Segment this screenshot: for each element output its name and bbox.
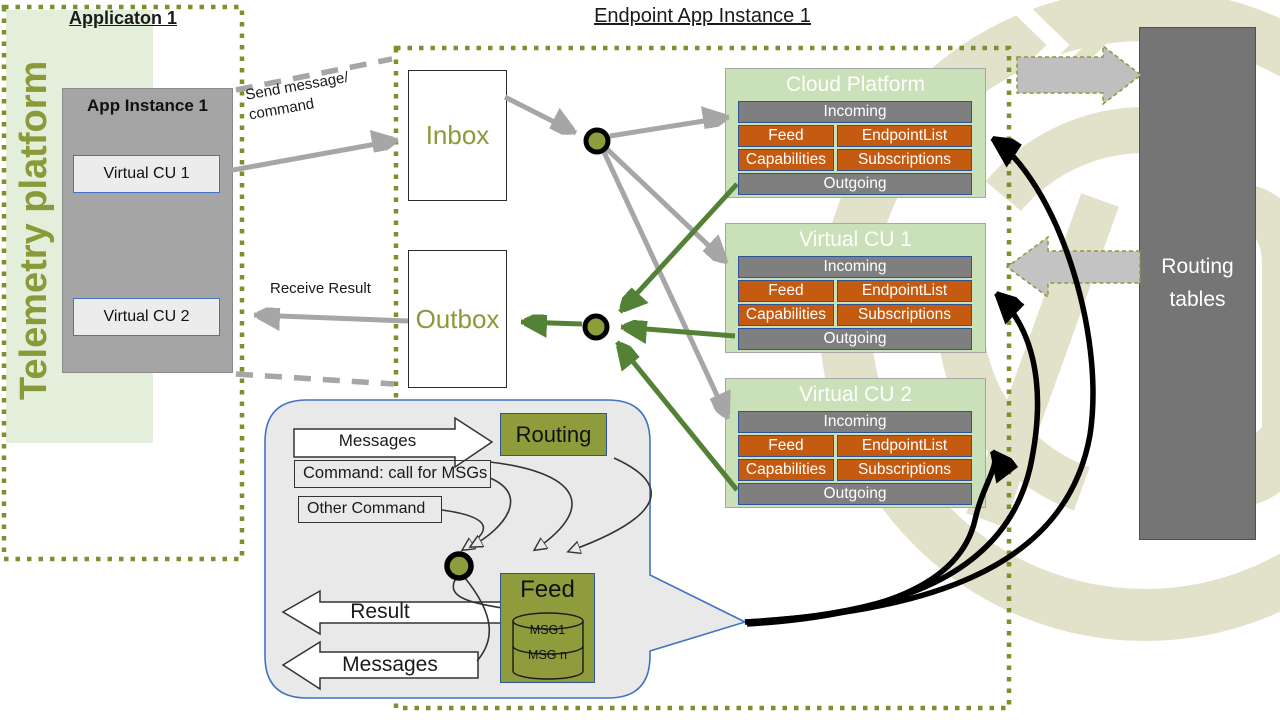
capabilities-cell: Capabilities — [738, 149, 834, 171]
capabilities-cell: Capabilities — [738, 304, 834, 326]
cloud-to-junction-arrow — [620, 182, 739, 312]
callout-command-call-box: Command: call for MSGs — [294, 460, 491, 488]
to-routing-tables-arrow — [1016, 44, 1143, 106]
subscriptions-cell: Subscriptions — [836, 459, 972, 481]
app-instance-title: App Instance 1 — [87, 96, 208, 115]
callout-junction-node — [444, 551, 474, 581]
send-arrow — [221, 140, 399, 175]
virtual-cu-1-box: Virtual CU 1 — [73, 155, 220, 193]
outgoing-row: Outgoing — [738, 173, 972, 195]
callout-messages-out-label: Messages — [342, 653, 438, 676]
callout-other-command-box: Other Command — [298, 496, 442, 523]
virtual-cu-2-box: Virtual CU 2 — [73, 298, 220, 336]
subscriptions-cell: Subscriptions — [836, 149, 972, 171]
callout-result-label: Result — [350, 600, 410, 623]
routing-to-feed-curve — [570, 457, 653, 551]
capabilities-cell: Capabilities — [738, 459, 834, 481]
endpointlist-cell: EndpointList — [836, 435, 972, 457]
platform-rows: Incoming Feed EndpointList Capabilities … — [738, 256, 972, 350]
command-to-node-curve — [472, 477, 512, 546]
feed-cell: Feed — [738, 280, 834, 302]
platform-box-cloud: Cloud Platform Incoming Feed EndpointLis… — [725, 68, 986, 198]
application-title: Applicaton 1 — [68, 8, 177, 28]
platform-rows: Incoming Feed EndpointList Capabilities … — [738, 411, 972, 505]
inbox-box: Inbox — [408, 70, 507, 201]
incoming-row: Incoming — [738, 256, 972, 278]
inbound-junction-node — [583, 127, 611, 155]
platform-rows: Incoming Feed EndpointList Capabilities … — [738, 101, 972, 195]
vcu2-to-junction-arrow — [617, 342, 739, 492]
from-routing-tables-arrow — [1005, 235, 1141, 299]
platform-title: Cloud Platform — [786, 73, 925, 96]
junction-to-outbox-arrow — [520, 322, 583, 324]
endpoint-title: Endpoint App Instance 1 — [594, 5, 811, 27]
send-message-label: Send message/ command — [244, 60, 399, 126]
telemetry-platform-label: Telemetry platform — [13, 60, 55, 400]
msg1-label: MSG1 — [529, 623, 566, 637]
callout-block-arrows — [281, 416, 511, 691]
inbox-to-junction-arrow — [503, 94, 576, 136]
platform-box-vcu2: Virtual CU 2 Incoming Feed EndpointList … — [725, 378, 986, 508]
receive-result-arrow — [253, 315, 409, 321]
feed-cell: Feed — [738, 125, 834, 147]
vcu1-to-junction-arrow — [620, 327, 736, 336]
incoming-row: Incoming — [738, 411, 972, 433]
subscriptions-cell: Subscriptions — [836, 304, 972, 326]
receive-result-label: Receive Result — [270, 280, 371, 297]
node-to-messages-curve — [464, 577, 491, 662]
endpointlist-cell: EndpointList — [836, 280, 972, 302]
junction-to-vcu1-arrow — [605, 147, 727, 263]
outgoing-row: Outgoing — [738, 328, 972, 350]
platform-title: Virtual CU 1 — [799, 228, 912, 251]
outbound-junction-node — [582, 313, 610, 341]
junction-to-vcu2-arrow — [601, 150, 728, 421]
other-command-to-node-curve — [441, 509, 485, 549]
junction-to-cloud-arrow — [609, 117, 730, 139]
command-to-feed-curve — [489, 461, 573, 549]
platform-box-vcu1: Virtual CU 1 Incoming Feed EndpointList … — [725, 223, 986, 353]
routing-tables-box: Routing tables — [1139, 27, 1256, 540]
platform-title: Virtual CU 2 — [799, 383, 912, 406]
msgn-label: MSG n — [528, 648, 567, 662]
incoming-row: Incoming — [738, 101, 972, 123]
callout-routing-box: Routing — [500, 413, 607, 456]
feed-cell: Feed — [738, 435, 834, 457]
outgoing-row: Outgoing — [738, 483, 972, 505]
callout-messages-in-label: Messages — [338, 431, 417, 450]
endpointlist-cell: EndpointList — [836, 125, 972, 147]
callout-feed-box: Feed MSG1 MSG n — [500, 573, 595, 683]
outbox-box: Outbox — [408, 250, 507, 388]
